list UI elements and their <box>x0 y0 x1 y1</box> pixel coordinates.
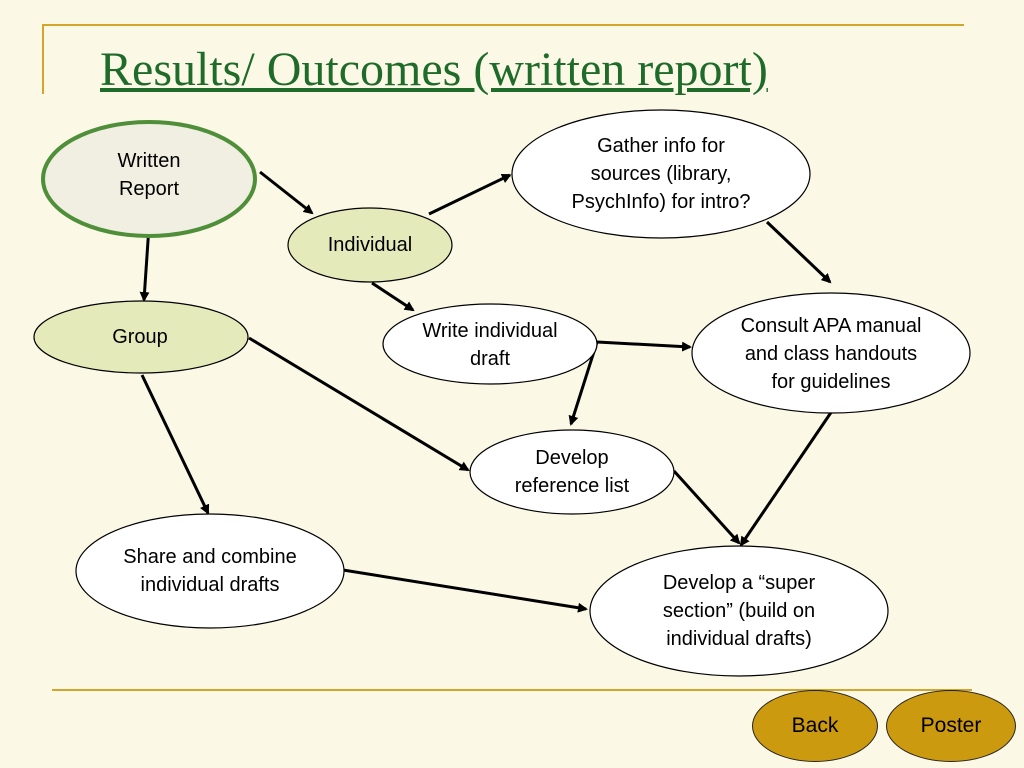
edge-group-to-reference <box>248 336 470 472</box>
node-individual-shape <box>287 207 453 283</box>
node-written-report: Written Report <box>117 150 181 200</box>
node-gather-info: Gather info for sources (library, PsychI… <box>571 135 751 213</box>
edge-reference-to-super <box>672 469 741 545</box>
node-write-draft: Write individual draft <box>422 320 558 370</box>
node-individual: Individual <box>327 234 413 256</box>
bottom-rule <box>52 689 972 691</box>
top-rule <box>42 24 964 26</box>
poster-button[interactable]: Poster <box>886 690 1016 762</box>
edge-gather-to-consult <box>765 220 832 284</box>
node-super-section: Develop a “super section” (build on indi… <box>662 572 816 650</box>
node-group: Group <box>112 326 168 348</box>
edge-written-to-group <box>139 225 151 302</box>
node-group-shape <box>33 300 249 374</box>
page-title: Results/ Outcomes (written report) <box>100 43 768 96</box>
edge-individual-to-write <box>371 281 415 312</box>
edge-share-to-super <box>342 568 588 613</box>
node-gather-shape <box>511 109 811 239</box>
node-share-combine: Share and combine individual drafts <box>123 546 297 596</box>
node-super-section-shape <box>589 545 889 677</box>
back-button[interactable]: Back <box>752 690 878 762</box>
node-develop-reference: Develop reference list <box>514 447 630 497</box>
edge-consult-to-super <box>739 410 834 547</box>
node-consult-shape <box>691 292 971 414</box>
node-write-draft-shape <box>382 303 598 385</box>
node-written-report-shape <box>41 120 257 238</box>
edge-write-to-consult <box>596 340 692 352</box>
edge-group-to-share <box>140 374 210 515</box>
left-rule <box>42 24 44 94</box>
edge-individual-to-gather <box>428 173 512 216</box>
node-reference-shape <box>469 429 675 515</box>
node-share-shape <box>75 513 345 629</box>
node-consult-apa: Consult APA manual and class handouts fo… <box>740 315 922 393</box>
edge-written-to-individual <box>259 170 314 215</box>
